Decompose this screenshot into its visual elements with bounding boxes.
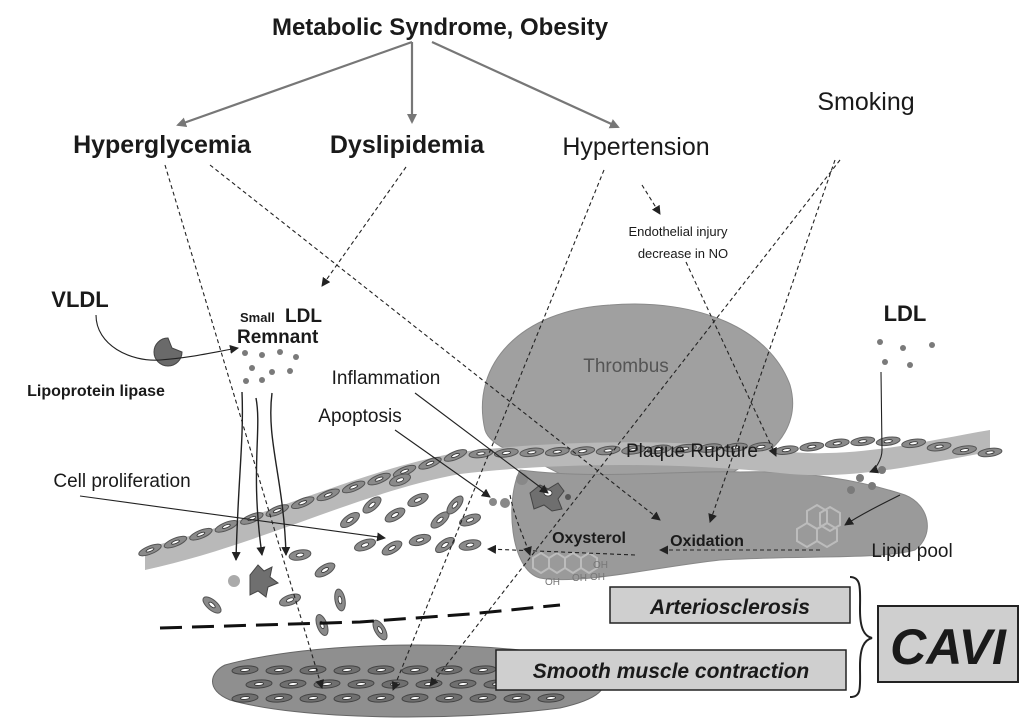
cell-shape xyxy=(380,538,404,558)
smooth-muscle-label: Smooth muscle contraction xyxy=(533,660,810,683)
ldl-label: LDL xyxy=(884,301,927,326)
arrow-title-to-hyperglycemia xyxy=(178,42,412,125)
small-label: Small xyxy=(240,310,275,325)
cell-shape xyxy=(876,436,901,447)
lipid-pool-label: Lipid pool xyxy=(871,541,952,562)
grouping-brace xyxy=(850,577,872,697)
cell-shape xyxy=(458,512,482,529)
arteriosclerosis-label: Arteriosclerosis xyxy=(649,596,810,619)
smoking-label: Smoking xyxy=(817,88,914,116)
hyperglycemia-label: Hyperglycemia xyxy=(73,131,252,159)
oxidation-label: Oxidation xyxy=(670,533,744,550)
oh-label-3: OH xyxy=(593,560,608,571)
thrombus-label: Thrombus xyxy=(583,356,669,377)
apoptosis-label: Apoptosis xyxy=(318,406,401,427)
cell-shape xyxy=(850,436,875,447)
inflammation-label: Inflammation xyxy=(332,368,441,389)
ldl-small-label: LDL xyxy=(285,306,322,327)
arrow-title-to-hypertension xyxy=(432,42,618,127)
cell-shape xyxy=(278,592,302,609)
cell-shape xyxy=(313,560,337,580)
plaque-rupture-label: Plaque Rupture xyxy=(626,441,758,462)
oh-label-1: OH xyxy=(545,577,560,588)
decrease-no-label: decrease in NO xyxy=(638,246,728,261)
dyslipidemia-label: Dyslipidemia xyxy=(330,131,485,159)
cell-shape xyxy=(799,441,824,452)
cell-shape xyxy=(825,438,850,449)
cell-shape xyxy=(408,532,432,547)
cell-shape xyxy=(406,491,430,509)
cell-shape xyxy=(458,538,481,552)
oxysterol-label: Oxysterol xyxy=(552,530,626,547)
endothelial-injury-label: Endothelial injury xyxy=(628,224,728,239)
cell-shape xyxy=(200,594,223,616)
lipoprotein-lipase-icon xyxy=(154,338,182,366)
cell-shape xyxy=(383,505,407,525)
cell-shape xyxy=(288,548,311,562)
remnant-particles xyxy=(242,349,299,384)
lipoprotein-lipase-label: Lipoprotein lipase xyxy=(27,383,165,400)
cell-shape xyxy=(353,537,377,554)
vldl-label: VLDL xyxy=(51,287,108,312)
cell-shape xyxy=(314,613,331,637)
title-label: Metabolic Syndrome, Obesity xyxy=(272,14,609,41)
oh-label-2: OH xyxy=(572,573,587,584)
cell-shape xyxy=(444,493,466,516)
cell-shape xyxy=(333,588,347,611)
cavi-label: CAVI xyxy=(890,619,1007,675)
hypertension-label: Hypertension xyxy=(562,133,709,161)
cell-proliferation-label: Cell proliferation xyxy=(53,471,190,492)
remnant-label: Remnant xyxy=(237,327,319,348)
cell-shape xyxy=(338,510,362,531)
plaque-lipid-core xyxy=(512,470,928,580)
oh-label-4: OH xyxy=(590,572,605,583)
cell-shape xyxy=(433,535,457,556)
